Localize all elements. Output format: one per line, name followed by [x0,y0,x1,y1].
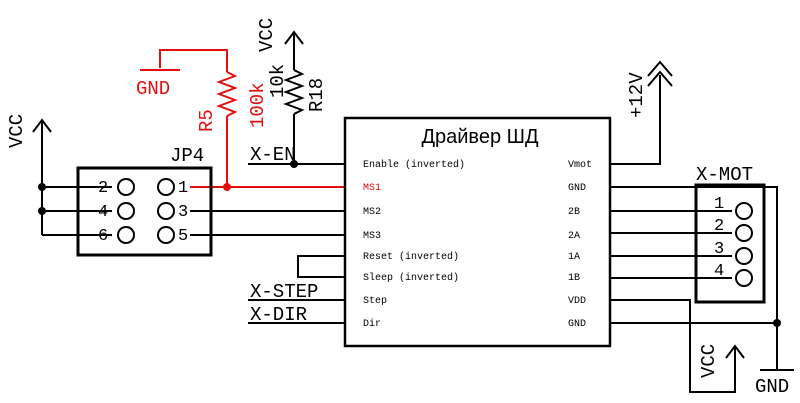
pin-gnd1-label: GND [568,183,586,194]
xmot-pin-3: 3 [714,240,724,259]
pin-1b-label: 1B [568,273,580,284]
jp4-pin-5: 5 [178,227,188,246]
pin-ms1-label: MS1 [363,183,381,194]
xmot-pin-4: 4 [714,262,724,281]
gnd-bottom-label: GND [755,376,789,398]
pin-vdd-label: VDD [568,296,586,307]
v12-label: +12V [626,72,648,118]
pin-ms2-label: MS2 [363,207,381,218]
jp4-header [76,166,213,257]
pin-1a-label: 1A [568,252,580,263]
xmot-connector [694,183,766,304]
r5-value: 100k [247,82,269,128]
jp4-pin-4: 4 [98,203,108,222]
xmot-name: X-MOT [696,164,753,186]
vcc-bottom-label: VCC [698,344,720,378]
gnd-top-label: GND [136,78,170,100]
xmot-pin-1: 1 [714,195,724,214]
pin-enable-label: Enable (inverted) [363,159,465,171]
vcc-top-label: VCC [256,18,278,52]
r5-name: R5 [196,109,218,132]
jp4-name: JP4 [170,145,204,167]
jp4-pin-2: 2 [98,179,108,198]
pin-vmot-label: Vmot [568,160,592,171]
net-x-dir: X-DIR [250,304,307,326]
black-junctions [38,160,781,327]
pin-2a-label: 2A [568,231,580,242]
pin-ms3-label: MS3 [363,231,381,242]
r18-value: 10k [267,64,289,98]
red-wires [140,49,345,188]
vcc-left-label: VCC [6,114,28,148]
net-x-en: X-EN [250,144,296,166]
jp4-pin-3: 3 [178,203,188,222]
pin-dir-label: Dir [363,318,381,330]
net-x-step: X-STEP [250,281,318,303]
driver-title: Драйвер ШД [421,126,538,148]
jp4-pin-6: 6 [98,227,108,246]
pin-2b-label: 2B [568,207,580,218]
pin-reset-label: Reset (inverted) [363,251,459,263]
jp4-pin-1: 1 [178,179,188,198]
r18-name: R18 [306,78,328,112]
red-junction [223,183,231,191]
xmot-pin-2: 2 [714,217,724,236]
pin-gnd2-label: GND [568,319,586,330]
driver-box [343,116,612,348]
pin-sleep-label: Sleep (inverted) [363,272,459,284]
pin-step-label: Step [363,296,387,307]
